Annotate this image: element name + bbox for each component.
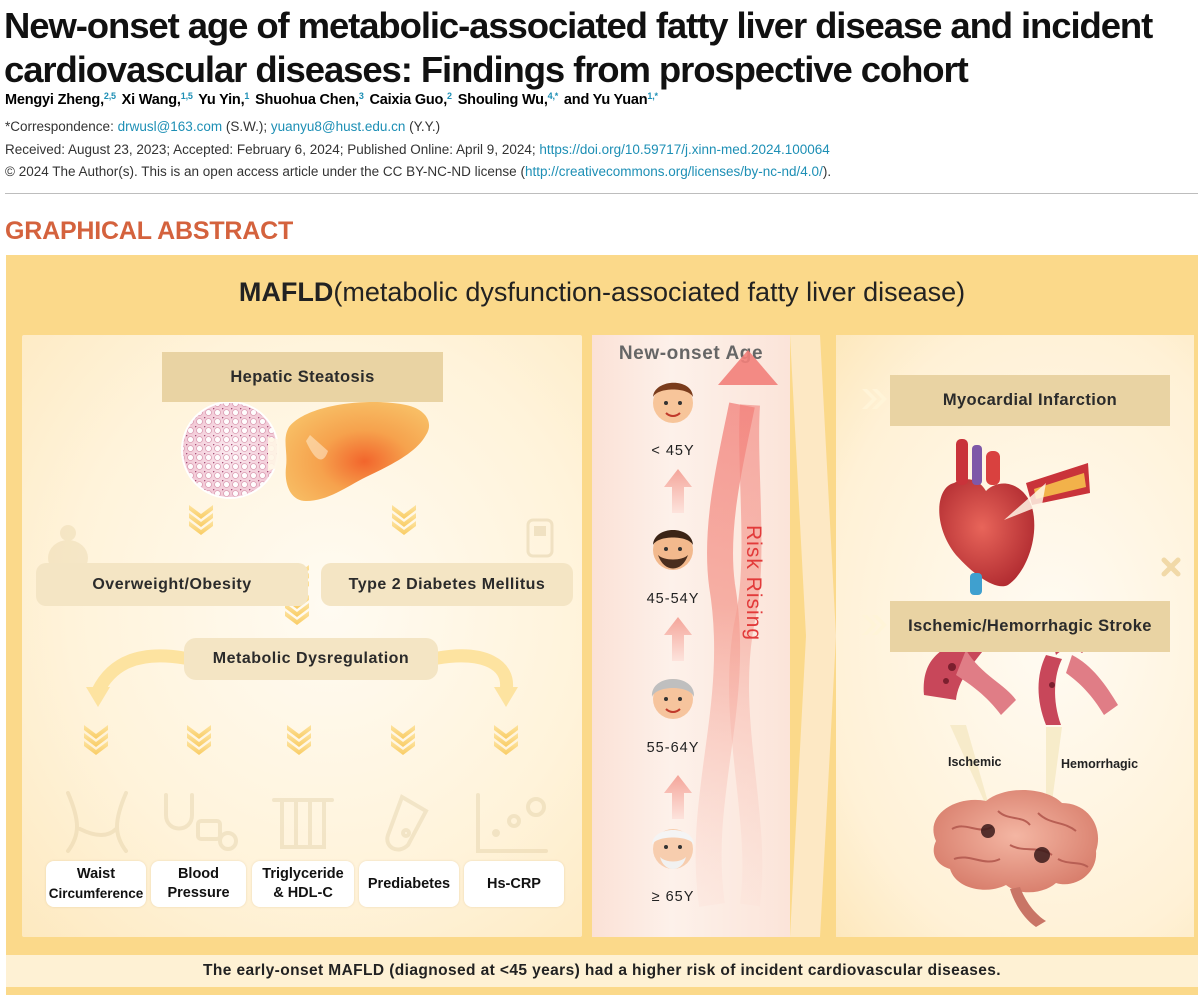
correspondence-suffix: (Y.Y.) [405, 119, 441, 134]
metric-prediabetes: Prediabetes [359, 861, 459, 907]
author-name: Mengyi Zheng, [5, 92, 104, 108]
author-name: Yu Yin, [198, 92, 245, 108]
age-group-label: ≥ 65Y [651, 889, 695, 905]
hepatic-steatosis-box: Hepatic Steatosis [162, 352, 443, 402]
graphical-abstract-heading: GRAPHICAL ABSTRACT [5, 217, 294, 245]
mafld-pathway-panel [22, 335, 582, 937]
ischemic-label: Ischemic [948, 755, 1002, 769]
metabolic-dysregulation-box: Metabolic Dysregulation [184, 638, 438, 680]
panel-arrow-connector [790, 335, 838, 937]
ga-title: MAFLD(metabolic dysfunction-associated f… [6, 277, 1198, 308]
metric-hs-crp: Hs-CRP [464, 861, 564, 907]
metric-triglyceride-hdl: Triglyceride & HDL-C [252, 861, 354, 907]
stroke-box: Ischemic/Hemorrhagic Stroke [890, 601, 1170, 652]
header-divider [5, 193, 1198, 194]
age-group-label: 45-54Y [646, 591, 700, 607]
license-suffix: ). [822, 164, 832, 179]
metric-label: Blood [177, 866, 220, 882]
affiliation-marker[interactable]: 2,5 [103, 91, 116, 101]
publication-dates: Received: August 23, 2023; Accepted: Feb… [5, 142, 540, 157]
correspondence-line: *Correspondence: drwusl@163.com (S.W.); … [5, 119, 440, 134]
ga-title-acronym: MAFLD [238, 277, 334, 307]
dates-line: Received: August 23, 2023; Accepted: Feb… [5, 142, 830, 157]
affiliation-marker[interactable]: 1,5 [180, 91, 193, 101]
metric-label: Pressure [167, 885, 230, 901]
metric-label: Circumference [48, 886, 144, 901]
author-name: Shouling Wu, [457, 92, 548, 108]
affiliation-marker[interactable]: 1 [244, 91, 250, 101]
affiliation-marker[interactable]: 2 [447, 91, 452, 101]
metric-label: Hs-CRP [487, 875, 541, 892]
graphical-abstract: MAFLD(metabolic dysfunction-associated f… [6, 255, 1198, 995]
metric-label: Waist [76, 866, 116, 882]
overweight-obesity-box: Overweight/Obesity [36, 563, 308, 606]
license-prefix: © 2024 The Author(s). This is an open ac… [5, 164, 525, 179]
ga-conclusion: The early-onset MAFLD (diagnosed at <45 … [6, 955, 1198, 987]
email-link-yuan[interactable]: yuanyu8@hust.edu.cn [270, 119, 406, 134]
affiliation-marker[interactable]: 3 [358, 91, 364, 101]
metric-label: Triglyceride [262, 866, 344, 882]
metric-label: & HDL-C [273, 885, 333, 901]
article-title: New-onset age of metabolic-associated fa… [4, 5, 1153, 90]
myocardial-infarction-box: Myocardial Infarction [890, 375, 1170, 426]
correspondence-mid: (S.W.); [222, 119, 271, 134]
affiliation-marker[interactable]: 1,* [647, 91, 658, 101]
hemorrhagic-label: Hemorrhagic [1061, 757, 1139, 771]
license-line: © 2024 The Author(s). This is an open ac… [5, 164, 831, 179]
doi-link[interactable]: https://doi.org/10.59717/j.xinn-med.2024… [539, 142, 830, 157]
license-link[interactable]: http://creativecommons.org/licenses/by-n… [524, 164, 823, 179]
age-group-label: 55-64Y [646, 740, 700, 756]
email-link-wu[interactable]: drwusl@163.com [117, 119, 223, 134]
author-name: Shuohua Chen, [255, 92, 359, 108]
author-name: Xi Wang, [121, 92, 181, 108]
risk-rising-label: Risk Rising [742, 525, 765, 642]
author-list: Mengyi Zheng,2,5 Xi Wang,1,5 Yu Yin,1 Sh… [5, 91, 660, 108]
new-onset-age-title: New-onset Age [618, 343, 764, 364]
author-name: and Yu Yuan [563, 92, 648, 108]
ga-title-expansion: (metabolic dysfunction-associated fatty … [333, 277, 966, 307]
type2-diabetes-box: Type 2 Diabetes Mellitus [321, 563, 573, 606]
correspondence-prefix: *Correspondence: [5, 119, 118, 134]
age-group-label: < 45Y [651, 443, 695, 459]
author-name: Caixia Guo, [369, 92, 448, 108]
affiliation-marker[interactable]: 4,* [547, 91, 559, 101]
metric-label: Prediabetes [367, 875, 451, 892]
